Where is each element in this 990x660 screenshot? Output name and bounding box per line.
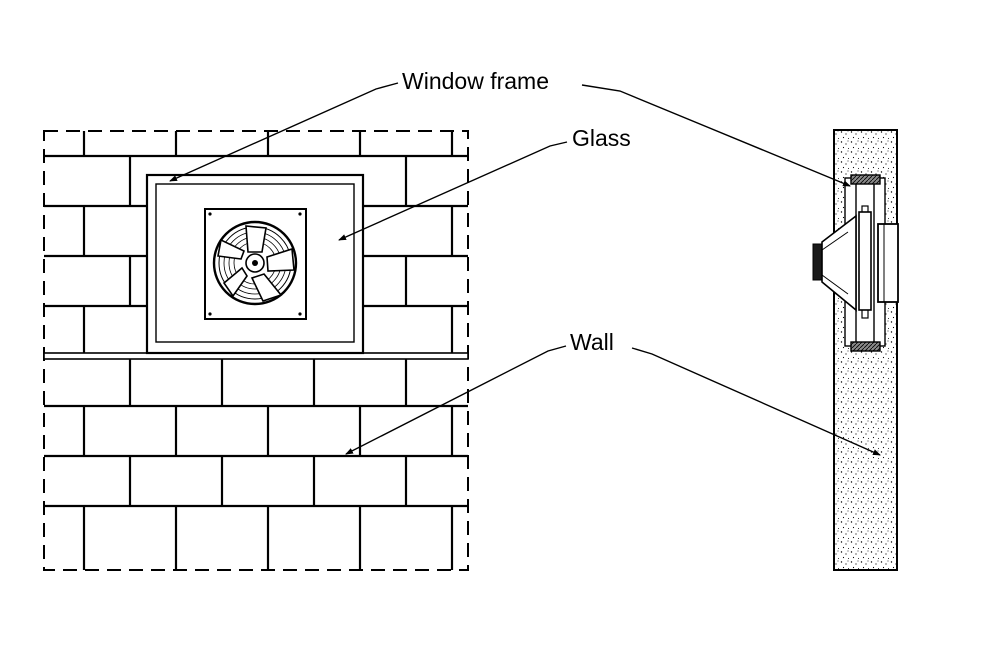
window-front-view xyxy=(145,173,365,355)
fan-motor xyxy=(877,223,899,303)
fan-guard xyxy=(812,243,823,281)
label-wall-text: Wall xyxy=(570,329,614,355)
label-glass-text: Glass xyxy=(572,125,631,151)
fan-side-view xyxy=(812,211,899,312)
frame-band-bottom xyxy=(850,341,881,352)
label-window-frame-text: Window frame xyxy=(402,68,549,94)
fan-cone xyxy=(821,214,857,312)
label-glass: Glass xyxy=(338,125,631,241)
label-wall: Wall xyxy=(345,329,881,456)
axial-fan-icon xyxy=(204,208,307,320)
frame-band-top xyxy=(850,174,881,185)
wall-side-section xyxy=(833,129,898,571)
label-window-frame: Window frame xyxy=(169,68,851,187)
fan-mount-plate xyxy=(858,211,872,311)
